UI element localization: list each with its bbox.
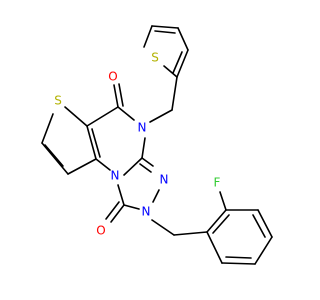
bond (176, 49, 189, 78)
bond (206, 209, 227, 233)
bond (212, 214, 230, 234)
bond (163, 65, 178, 78)
bond (206, 231, 223, 264)
bond (257, 209, 273, 238)
bond (152, 189, 160, 203)
bond (67, 158, 97, 175)
bond (151, 25, 179, 29)
nitrogen-label: N (138, 121, 147, 135)
bond (91, 128, 101, 158)
bond (139, 163, 152, 173)
bond (177, 27, 189, 51)
oxygen-label: O (108, 70, 117, 84)
bond (110, 204, 125, 223)
bond (172, 51, 183, 74)
bond (123, 157, 143, 176)
bond (86, 106, 119, 127)
bond (118, 83, 124, 107)
nitrogen-label: N (111, 169, 120, 183)
molecule-structure: O O N N N N S S F (0, 0, 300, 300)
canvas-background (0, 0, 300, 300)
bond (149, 109, 173, 123)
bond (173, 231, 208, 236)
bond (254, 236, 273, 265)
fluorine-label: F (214, 176, 221, 190)
bond (64, 106, 88, 127)
nitrogen-label: N (160, 173, 169, 187)
bond (105, 201, 120, 220)
bond (41, 113, 54, 144)
bond (143, 25, 153, 48)
nitrogen-label: N (142, 205, 151, 219)
bond (151, 219, 175, 236)
atom-labels: O O N N N N S S F (54, 51, 220, 238)
bonds (41, 25, 273, 265)
bond (252, 214, 266, 238)
bond (117, 184, 125, 206)
bond (95, 158, 111, 171)
bond (154, 30, 176, 34)
bond (44, 144, 64, 167)
bond (141, 137, 146, 159)
oxygen-label: O (96, 224, 105, 238)
sulfur-label: S (151, 51, 159, 65)
bond (113, 84, 119, 108)
sulfur-label: S (54, 94, 62, 108)
bond (141, 157, 154, 167)
bond (219, 191, 227, 211)
bond (117, 106, 135, 121)
bond (41, 142, 69, 175)
bond (86, 125, 97, 160)
bond (225, 256, 252, 259)
bond (171, 76, 178, 111)
bond (123, 204, 140, 210)
bond (221, 262, 256, 265)
